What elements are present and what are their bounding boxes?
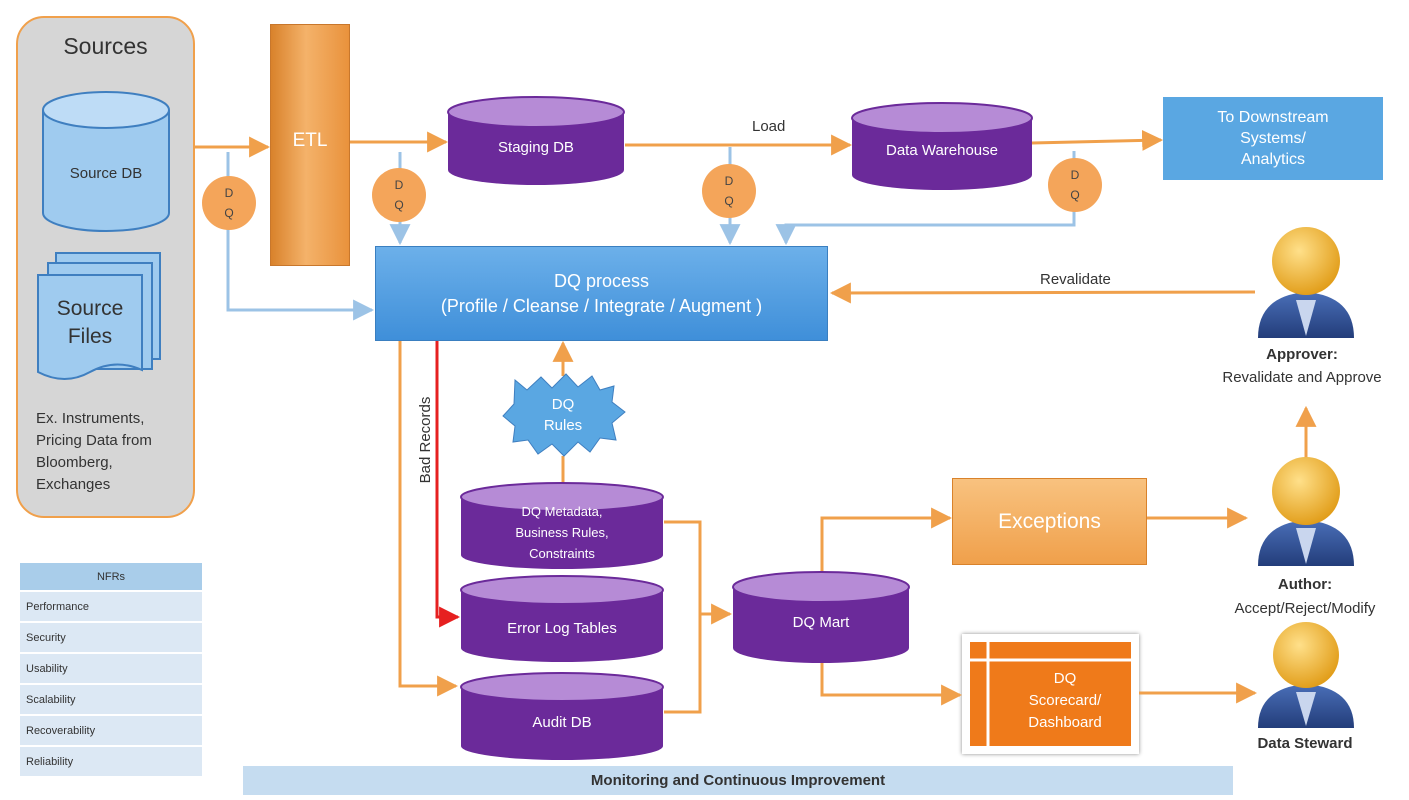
author-person-icon <box>1258 457 1354 566</box>
dq-mart-label: DQ Mart <box>793 614 851 631</box>
svg-text:Q: Q <box>224 206 233 220</box>
nfr-item: Scalability <box>20 685 202 714</box>
author-role: Author: <box>1277 576 1333 593</box>
etl-block <box>270 24 350 266</box>
author-desc: Accept/Reject/Modify <box>1234 600 1376 617</box>
nfr-table: NFRs Performance Security Usability Scal… <box>20 561 202 778</box>
approver-desc: Revalidate and Approve <box>1222 369 1382 386</box>
scorecard-line-3: Dashboard <box>1028 714 1102 731</box>
scorecard-line-1: DQ <box>1053 670 1077 687</box>
error-log-label: Error Log Tables <box>507 620 617 637</box>
dq-rules-line-1: DQ <box>552 396 575 413</box>
svg-text:Q: Q <box>1070 188 1079 202</box>
exceptions-box: Exceptions <box>952 478 1147 565</box>
approver-person-icon <box>1258 227 1354 338</box>
downstream-line-3: Analytics <box>1240 151 1306 168</box>
nfr-item: Performance <box>20 592 202 621</box>
scorecard-grid <box>970 642 1131 746</box>
connector-audit-to-mart <box>664 614 702 714</box>
dq-rules-gear-icon: DQ Rules <box>502 373 626 457</box>
bad-records-label: Bad Records <box>417 397 434 484</box>
audit-db-label: Audit DB <box>532 714 591 731</box>
data-steward-person-icon <box>1258 622 1354 728</box>
arrow-warehouse-to-downstream <box>1031 129 1164 151</box>
scorecard-line-2: Scorecard/ <box>1028 692 1102 709</box>
source-files-label-1: Source <box>57 297 124 320</box>
dq-metadata-line-2: Business Rules, <box>515 525 608 540</box>
error-log-cylinder: Error Log Tables <box>460 575 664 662</box>
source-files-label-2: Files <box>68 325 112 348</box>
source-db-cylinder: Source DB <box>42 91 170 232</box>
dq-badge-sources: D Q <box>202 176 256 230</box>
sources-note: Ex. Instruments, Pricing Data from Bloom… <box>36 410 152 493</box>
nfr-header: NFRs <box>20 563 202 590</box>
arrow-process-to-audit <box>398 341 459 697</box>
arrow-bad-records <box>435 341 461 628</box>
source-db-label: Source DB <box>70 165 143 182</box>
svg-text:D: D <box>725 174 734 188</box>
dq-mart-cylinder: DQ Mart <box>732 571 910 663</box>
dq-badge-warehouse: D Q <box>1048 158 1102 212</box>
dq-rules-line-2: Rules <box>544 417 582 434</box>
revalidate-label: Revalidate <box>1040 271 1111 288</box>
svg-text:Q: Q <box>724 194 733 208</box>
dq-process-title: DQ process <box>553 270 650 291</box>
dq-metadata-line-3: Constraints <box>529 546 595 561</box>
etl-label: ETL <box>292 130 328 151</box>
data-warehouse-cylinder: Data Warehouse <box>851 102 1033 190</box>
scorecard-text: DQ Scorecard/ Dashboard <box>1010 668 1120 734</box>
downstream-line-2: Systems/ <box>1240 130 1306 147</box>
approver-role: Approver: <box>1266 346 1338 363</box>
nfr-item: Reliability <box>20 747 202 776</box>
data-warehouse-label: Data Warehouse <box>886 142 998 159</box>
staging-db-label: Staging DB <box>498 139 574 156</box>
nfr-item: Recoverability <box>20 716 202 745</box>
arrow-sources-to-dq-process <box>226 152 375 321</box>
dq-process-box: DQ process (Profile / Cleanse / Integrat… <box>375 246 828 341</box>
downstream-line-1: To Downstream <box>1217 109 1329 126</box>
svg-text:D: D <box>1071 168 1080 182</box>
load-label: Load <box>752 118 786 135</box>
dq-process-subtitle: (Profile / Cleanse / Integrate / Augment… <box>440 295 763 316</box>
monitoring-bar: Monitoring and Continuous Improvement <box>243 766 1233 795</box>
nfr-item: Security <box>20 623 202 652</box>
dq-metadata-cylinder: DQ Metadata, Business Rules, Constraints <box>460 482 664 569</box>
audit-db-cylinder: Audit DB <box>460 672 664 760</box>
source-files-icon: Source Files <box>37 252 161 380</box>
downstream-box: To Downstream Systems/ Analytics <box>1163 97 1383 180</box>
svg-text:D: D <box>225 186 234 200</box>
sources-title: Sources <box>63 33 148 59</box>
svg-text:D: D <box>395 178 404 192</box>
svg-text:Q: Q <box>394 198 403 212</box>
dq-metadata-line-1: DQ Metadata, <box>522 504 603 519</box>
arrow-revalidate <box>829 282 1256 304</box>
nfr-item: Usability <box>20 654 202 683</box>
arrow-metadata-to-mart <box>664 520 733 625</box>
staging-db-cylinder: Staging DB <box>447 96 625 185</box>
data-steward-role: Data Steward <box>1257 735 1353 752</box>
dq-badge-etl: D Q <box>372 168 426 222</box>
dq-badge-staging: D Q <box>702 164 756 218</box>
